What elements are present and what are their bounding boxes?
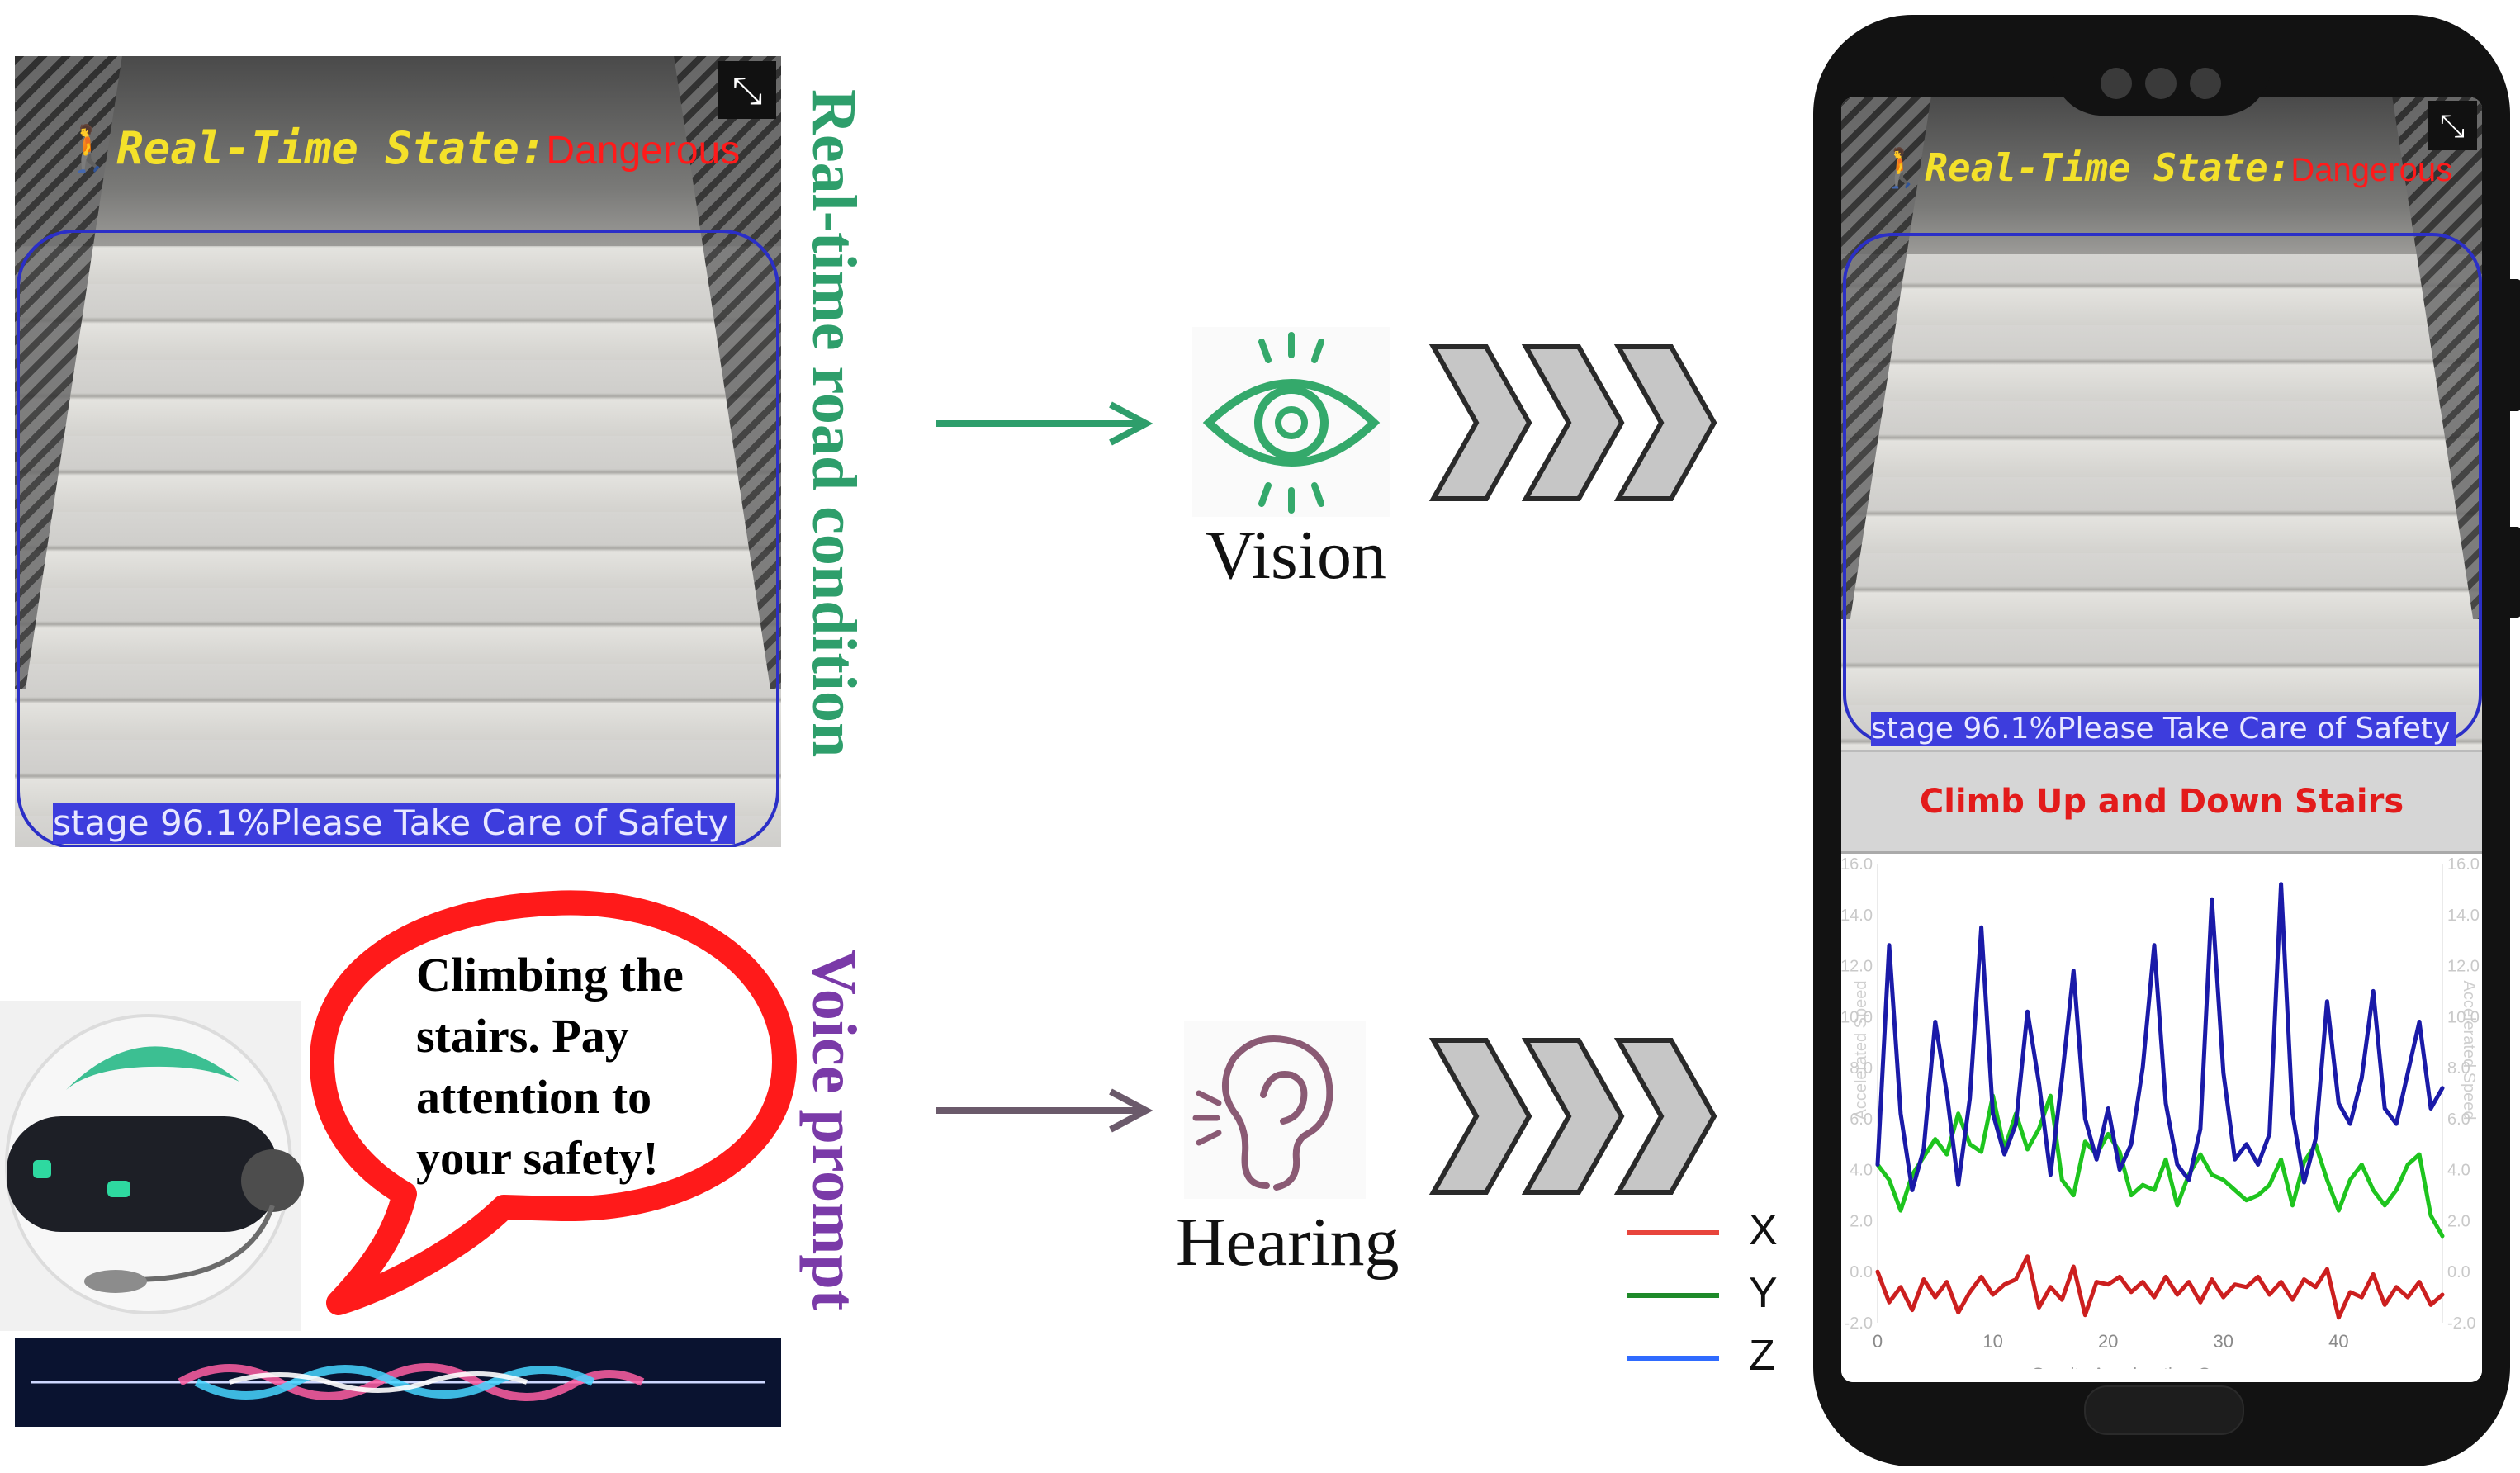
arrow-to-vision [936, 401, 1153, 446]
chevron-right-icon [1428, 1038, 1717, 1195]
realtime-state: 🚶Real-Time State:Dangerous [1878, 145, 2452, 191]
y-tick-label-right: 10.0 [2447, 1008, 2480, 1026]
robot-head-icon [5, 1014, 304, 1314]
y-tick-label-left: 14.0 [1841, 907, 1873, 925]
caption-voice-prompt: Voice prompt [799, 950, 869, 1310]
walker-icon: 🚶 [61, 122, 117, 174]
y-tick-label-right: 4.0 [2447, 1162, 2470, 1180]
y-tick-label-left: 2.0 [1850, 1212, 1873, 1230]
legend-y-swatch [1627, 1293, 1719, 1298]
state-label: Real-Time State: [1925, 145, 2291, 190]
phone-screen: ⤡ 🚶Real-Time State:Dangerous stage 96.1%… [1841, 97, 2482, 1382]
y-axis-label-right: Accelerated Speed [2460, 980, 2478, 1120]
y-tick-label-right: 16.0 [2447, 855, 2480, 874]
arrow-to-hearing [936, 1088, 1153, 1133]
series-line-z [1875, 882, 2445, 1192]
speech-bubble [310, 890, 797, 1315]
bubble-text: Climbing the stairs. Pay attention to yo… [416, 945, 684, 1189]
acceleration-chart: Accelerated Speed Accelerated Speed Grav… [1841, 855, 2480, 1382]
phone-camera-view: ⤡ 🚶Real-Time State:Dangerous stage 96.1%… [1841, 97, 2482, 750]
screen-bottom-edge [1841, 1369, 2482, 1382]
camera-dot [2190, 68, 2221, 99]
y-tick-label-left: 6.0 [1850, 1111, 1873, 1129]
ear-icon [1184, 1021, 1366, 1199]
vision-label: Vision [1206, 517, 1386, 594]
y-tick-label-left: 10.0 [1841, 1008, 1873, 1026]
detection-roi-box [1843, 233, 2482, 745]
stairs-background [1841, 97, 2482, 254]
caption-road-condition: Real-time road condition [799, 89, 869, 758]
x-tick-label: 20 [2098, 1331, 2118, 1352]
realtime-state: 🚶Real-Time State:Dangerous [61, 122, 740, 175]
hearing-label: Hearing [1176, 1204, 1400, 1281]
y-tick-label-left: 12.0 [1841, 958, 1873, 976]
mode-title-bar: Climb Up and Down Stairs [1841, 750, 2482, 854]
bubble-line: Climbing the [416, 948, 684, 1002]
y-tick-label-right: 0.0 [2447, 1263, 2470, 1281]
status-bar: stage 96.1%Please Take Care of Safety [53, 803, 735, 844]
volume-button[interactable] [2510, 527, 2520, 618]
y-tick-label-left: 4.0 [1850, 1162, 1873, 1180]
y-tick-label-right: -2.0 [2447, 1314, 2475, 1333]
state-label: Real-Time State: [116, 122, 547, 174]
y-tick-label-left: 16.0 [1841, 855, 1873, 874]
stairs-camera-view: ⤡ 🚶Real-Time State:Dangerous stage 96.1%… [15, 56, 781, 847]
camera-notch [2053, 48, 2271, 116]
walker-icon: 🚶 [1878, 145, 1926, 190]
series-line-x [1875, 1254, 2445, 1320]
legend-x-swatch [1627, 1230, 1719, 1235]
series-line-y [1875, 1093, 2445, 1239]
y-tick-label-right: 8.0 [2447, 1059, 2470, 1078]
bubble-line: stairs. Pay [416, 1009, 629, 1063]
y-tick-label-right: 6.0 [2447, 1111, 2470, 1129]
bubble-line: attention to [416, 1070, 652, 1124]
legend-y-label: Y [1749, 1269, 1778, 1317]
chevron-right-icon [1428, 344, 1717, 501]
camera-dot [2101, 68, 2132, 99]
x-tick-label: 40 [2328, 1331, 2348, 1352]
power-button[interactable] [2510, 279, 2520, 411]
legend-z-swatch [1627, 1356, 1719, 1361]
collapse-icon[interactable]: ⤡ [718, 61, 776, 119]
mode-title: Climb Up and Down Stairs [1919, 783, 2404, 821]
y-tick-label-right: 2.0 [2447, 1212, 2470, 1230]
legend-x-label: X [1749, 1206, 1778, 1254]
home-button[interactable] [2084, 1385, 2244, 1435]
smartphone: ⤡ 🚶Real-Time State:Dangerous stage 96.1%… [1813, 15, 2520, 1466]
x-tick-label: 10 [1982, 1331, 2002, 1352]
y-tick-label-right: 14.0 [2447, 907, 2480, 925]
state-value: Dangerous [2290, 152, 2453, 188]
bubble-line: your safety! [416, 1131, 659, 1185]
state-value: Dangerous [546, 129, 741, 173]
x-tick-label: 0 [1873, 1331, 1883, 1352]
y-tick-label-left: -2.0 [1845, 1314, 1873, 1333]
y-tick-label-right: 12.0 [2447, 958, 2480, 976]
stairs-background [15, 56, 781, 246]
y-tick-label-left: 0.0 [1850, 1263, 1873, 1281]
legend-z-label: Z [1749, 1332, 1775, 1380]
y-tick-label-left: 8.0 [1850, 1059, 1873, 1078]
status-bar: stage 96.1%Please Take Care of Safety [1871, 712, 2456, 746]
camera-dot [2145, 68, 2177, 99]
eye-icon [1192, 327, 1390, 517]
y-axis-label-left: Accelerated Speed [1852, 980, 1870, 1120]
collapse-icon[interactable]: ⤡ [2428, 101, 2477, 150]
detection-roi-box [17, 230, 779, 847]
voice-waveform [15, 1338, 781, 1427]
x-tick-label: 30 [2214, 1331, 2233, 1352]
